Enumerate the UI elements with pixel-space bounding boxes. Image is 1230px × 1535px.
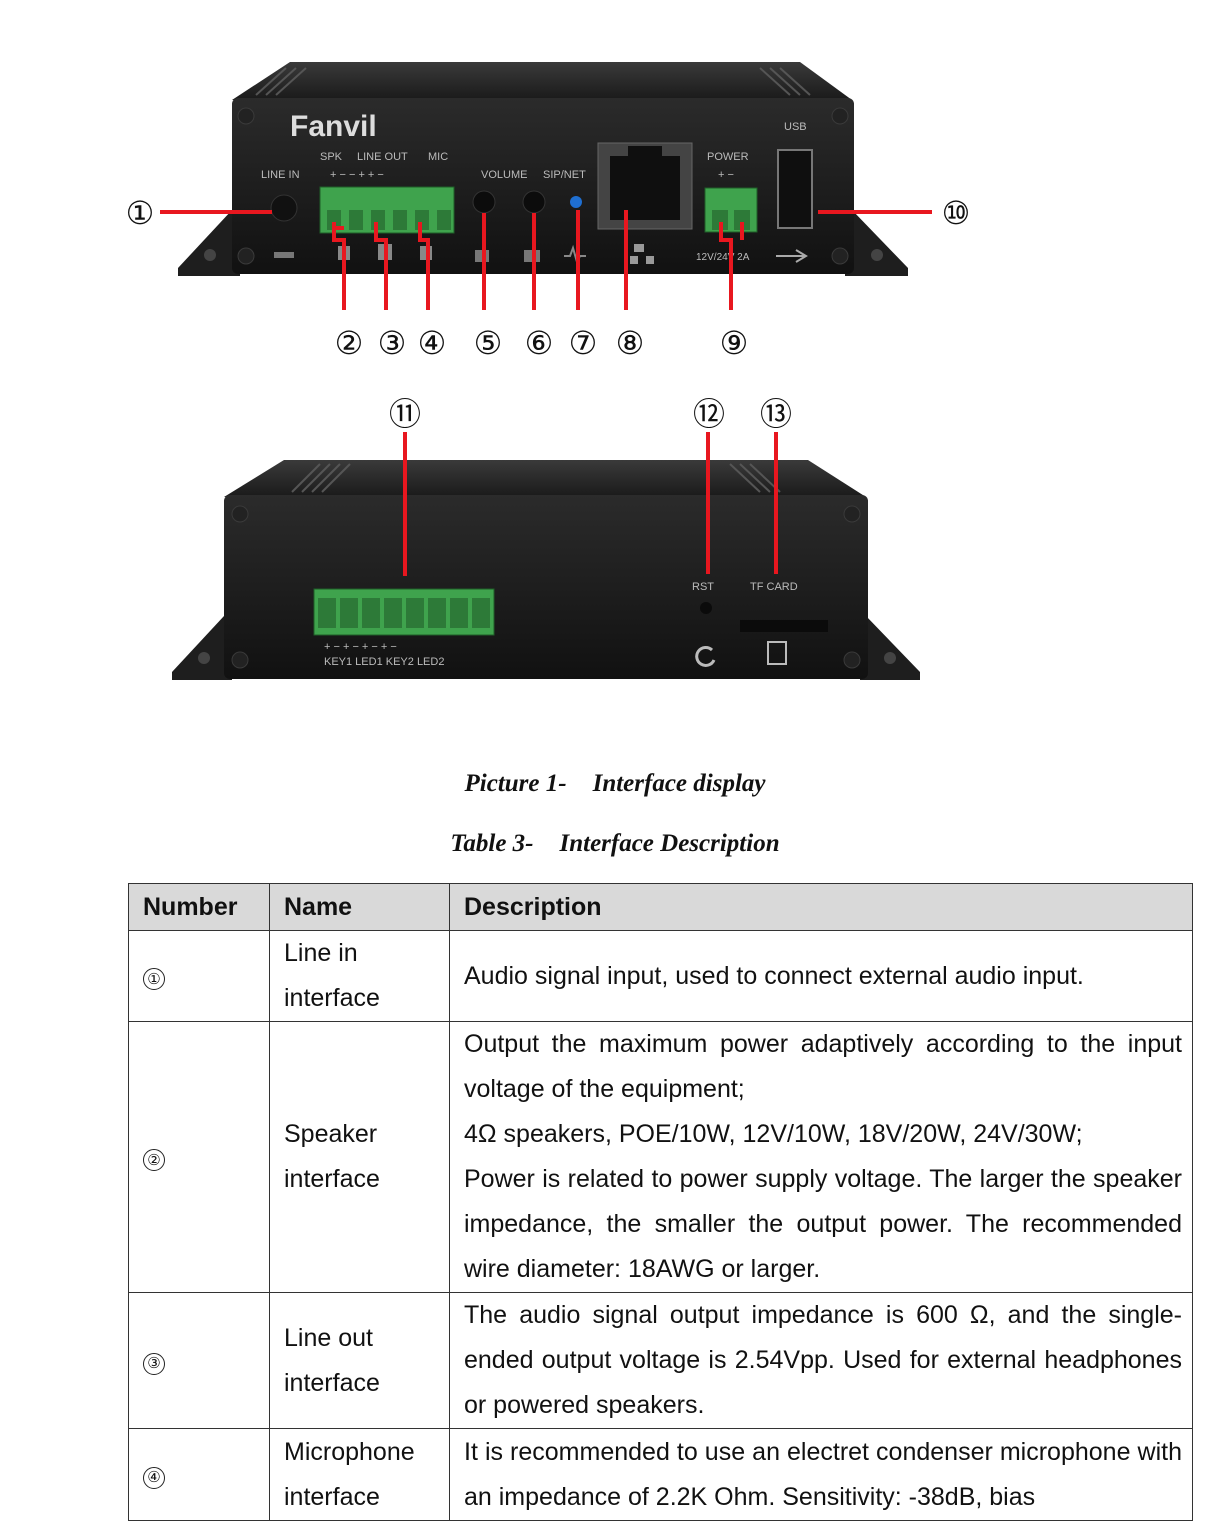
sip-net-led <box>570 196 582 208</box>
callout-6: ⑥ <box>525 324 554 362</box>
line-out-label: LINE OUT <box>357 151 408 163</box>
table-row: ③ Line out interface The audio signal out… <box>128 1292 1193 1429</box>
interface-display-figure: Fanvil LINE IN SPK LINE OUT MIC + − − + … <box>126 62 971 680</box>
callout-1: ① <box>126 194 155 232</box>
callout-12: ⑫ <box>693 395 725 433</box>
row-description-cell: The audio signal output impedance is 600… <box>449 1292 1193 1429</box>
device-front-panel: Fanvil LINE IN SPK LINE OUT MIC + − − + … <box>178 62 908 276</box>
table-caption-number: Table 3- <box>450 830 534 857</box>
callout-10: ⑩ <box>942 194 971 232</box>
line-in-label: LINE IN <box>261 169 300 181</box>
brand-logo: Fanvil <box>290 110 377 143</box>
row-name-line: Line out <box>284 1323 373 1352</box>
audio-terminal-block <box>319 186 455 234</box>
row-name-cell: Line in interface <box>269 930 450 1022</box>
row-number-cell: ① <box>128 930 270 1022</box>
tf-card-slot <box>740 620 828 632</box>
callout-9: ⑨ <box>720 324 749 362</box>
row-number-cell: ④ <box>128 1428 270 1521</box>
callout-2: ② <box>335 324 364 362</box>
table-row: ② Speaker interface Output the maximum po… <box>128 1021 1193 1293</box>
row-description-cell: It is recommended to use an electret con… <box>449 1428 1193 1521</box>
interface-description-table: Number Name Description ① Line in interfa… <box>128 883 1193 1521</box>
volume-label: VOLUME <box>481 169 527 181</box>
table-header-row: Number Name Description <box>128 883 1193 931</box>
usb-port <box>777 149 813 229</box>
row-name-cell: Line out interface <box>269 1292 450 1429</box>
spk-label: SPK <box>320 151 343 163</box>
row-description: Power is related to power supply voltage… <box>464 1165 1182 1283</box>
row-description-cell: Audio signal input, used to connect exte… <box>449 930 1193 1022</box>
sip-net-label: SIP/NET <box>543 169 586 181</box>
terminal-polarity: + − − + + − <box>330 169 384 181</box>
power-polarity: + − <box>718 169 734 181</box>
table-caption-title: Interface Description <box>559 830 780 857</box>
header-description: Description <box>449 883 1193 931</box>
row-number-cell: ③ <box>128 1292 270 1429</box>
row-number: ① <box>143 968 165 990</box>
row-name-line: interface <box>284 984 380 1012</box>
mic-label: MIC <box>428 151 448 163</box>
rst-label: RST <box>692 581 714 593</box>
picture-caption-number: Picture 1- <box>464 770 567 797</box>
callout-11: ⑪ <box>389 395 421 433</box>
callout-3: ③ <box>378 324 407 362</box>
reset-button <box>700 602 712 614</box>
callout-7: ⑦ <box>569 324 598 362</box>
row-description: 4Ω speakers, POE/10W, 12V/10W, 18V/20W, … <box>464 1120 1083 1148</box>
volume-down-button <box>472 190 496 214</box>
keys-polarity: + − + − + − + − <box>324 641 397 653</box>
row-number: ② <box>143 1149 165 1171</box>
line-in-jack <box>270 194 298 222</box>
callout-4: ④ <box>418 324 447 362</box>
picture-caption-title: Interface display <box>592 770 766 797</box>
picture-caption: Picture 1- Interface display <box>0 770 1230 798</box>
row-description: The audio signal output impedance is 600… <box>464 1301 1182 1419</box>
callout-5: ⑤ <box>474 324 503 362</box>
row-name-line: Speaker <box>284 1120 378 1148</box>
volume-up-button <box>522 190 546 214</box>
tf-card-label: TF CARD <box>750 581 798 593</box>
row-name-line: interface <box>284 1165 380 1193</box>
usb-label: USB <box>784 121 807 133</box>
row-name-line: interface <box>284 1482 380 1511</box>
power-label: POWER <box>707 151 749 163</box>
row-name-cell: Microphone interface <box>269 1428 450 1521</box>
keys-leds-label: KEY1 LED1 KEY2 LED2 <box>324 656 444 668</box>
table-row: ① Line in interface Audio signal input, u… <box>128 930 1193 1022</box>
row-description: It is recommended to use an electret con… <box>464 1437 1182 1511</box>
callout-13: ⑬ <box>760 395 792 433</box>
header-name: Name <box>269 883 450 931</box>
power-rating: 12V/24V 2A <box>696 252 750 263</box>
row-number: ③ <box>143 1352 165 1375</box>
row-name-line: Microphone <box>284 1437 415 1466</box>
row-name-line: Line in <box>284 939 358 967</box>
row-name-cell: Speaker interface <box>269 1021 450 1293</box>
device-back-panel: + − + − + − + − KEY1 LED1 KEY2 LED2 RST … <box>172 460 920 680</box>
table-row: ④ Microphone interface It is recommended … <box>128 1428 1193 1521</box>
row-name-line: interface <box>284 1368 380 1397</box>
row-description-cell: Output the maximum power adaptively acco… <box>449 1021 1193 1293</box>
back-callout-lines <box>403 432 778 576</box>
table-caption: Table 3- Interface Description <box>0 830 1230 858</box>
row-number: ④ <box>143 1466 165 1489</box>
row-number-cell: ② <box>128 1021 270 1293</box>
header-number: Number <box>128 883 270 931</box>
callout-8: ⑧ <box>616 324 645 362</box>
front-callout-lines <box>160 210 932 310</box>
row-description: Audio signal input, used to connect exte… <box>464 961 1084 990</box>
row-description: Output the maximum power adaptively acco… <box>464 1030 1182 1103</box>
